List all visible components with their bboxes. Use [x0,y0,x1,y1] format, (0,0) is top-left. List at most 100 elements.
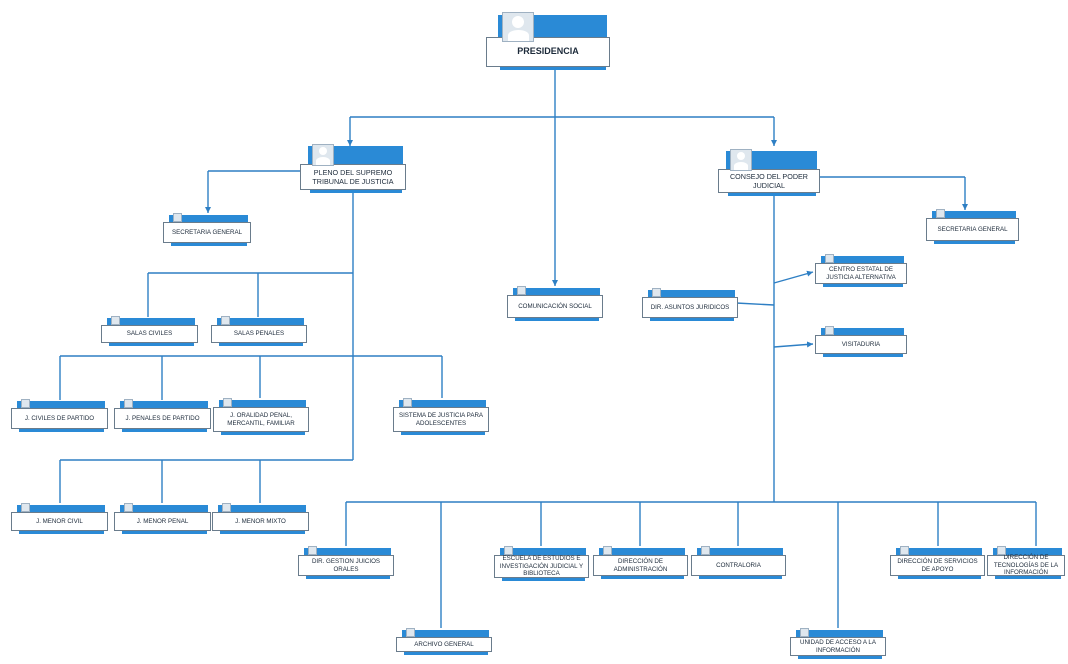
node-header-bar [399,400,486,409]
node-label-box: J. MENOR CIVIL [11,512,108,531]
org-node-consejo: CONSEJO DEL PODER JUDICIAL [718,149,820,196]
node-header-bar [219,400,306,409]
node-label: J. ORALIDAD PENAL, MERCANTIL, FAMILIAR [227,411,295,427]
node-header-bar [821,256,904,265]
node-label-box: SECRETARIA GENERAL [163,222,251,243]
user-silhouette-icon [997,546,1006,555]
user-silhouette-icon [403,398,412,407]
node-header-bar [107,318,195,327]
node-label: ARCHIVO GENERAL [414,640,474,648]
user-silhouette-icon [603,546,612,555]
node-footer-bar [19,529,104,534]
user-silhouette-icon [701,546,710,555]
user-silhouette-icon [173,213,182,222]
user-silhouette-icon [312,144,334,166]
user-silhouette-icon [21,399,30,408]
node-footer-bar [934,239,1015,244]
node-footer-bar [404,650,488,655]
node-header-bar [796,630,883,639]
node-label: CENTRO ESTATAL DE JUSTICIA ALTERNATIVA [826,265,896,281]
node-header-bar [120,401,208,410]
node-header-bar [402,630,489,639]
org-node-asuntos-juridicos: DIR. ASUNTOS JURIDICOS [642,288,738,321]
node-footer-bar [995,574,1061,579]
user-silhouette-icon [124,503,133,512]
node-header-bar [513,288,600,297]
node-label-box: PLENO DEL SUPREMO TRIBUNAL DE JUSTICIA [300,164,406,190]
node-label: PRESIDENCIA [517,46,579,57]
node-label: COMUNICACIÓN SOCIAL [518,302,592,310]
node-footer-bar [823,352,903,357]
user-silhouette-icon [221,316,230,325]
node-label: J. MENOR CIVIL [36,517,83,525]
node-label-box: J. CIVILES DE PARTIDO [11,408,108,429]
node-header-bar [218,505,306,514]
node-label: DIRECCIÓN DE SERVICIOS DE APOYO [897,557,978,573]
node-label: VISITADURIA [841,340,881,348]
user-silhouette-icon [504,546,513,555]
node-label: J. CIVILES DE PARTIDO [24,414,95,422]
user-silhouette-icon [406,628,415,637]
user-silhouette-icon [825,254,834,263]
node-header-bar [599,548,685,557]
user-silhouette-icon [308,546,317,555]
node-footer-bar [798,654,882,659]
org-node-sistema-adolescentes: SISTEMA DE JUSTICIA PARA ADOLESCENTES [393,398,489,435]
node-label: CONSEJO DEL PODER JUDICIAL [729,172,808,190]
node-label-box: SISTEMA DE JUSTICIA PARA ADOLESCENTES [393,407,489,432]
node-header-bar [120,505,208,514]
org-node-tecnologias: DIRECCIÓN DE TECNOLOGÍAS DE LA INFORMACI… [987,546,1065,579]
node-header-bar [17,401,105,410]
node-footer-bar [219,341,303,346]
node-header-bar [217,318,304,327]
node-header-bar [169,215,248,224]
node-label-box: SALAS PENALES [211,325,307,343]
node-label: J. PENALES DE PARTIDO [125,414,200,422]
node-footer-bar [310,188,402,193]
node-label: DIR. ASUNTOS JURIDICOS [650,303,730,311]
node-footer-bar [500,65,606,70]
org-node-presidencia: PRESIDENCIA [486,12,610,70]
node-footer-bar [699,574,782,579]
node-label: PLENO DEL SUPREMO TRIBUNAL DE JUSTICIA [312,168,394,186]
node-label-box: CENTRO ESTATAL DE JUSTICIA ALTERNATIVA [815,263,907,284]
org-node-j-menor-civil: J. MENOR CIVIL [11,503,108,534]
org-node-j-menor-mixto: J. MENOR MIXTO [212,503,309,534]
org-node-j-oralidad: J. ORALIDAD PENAL, MERCANTIL, FAMILIAR [213,398,309,435]
node-label-box: J. PENALES DE PARTIDO [114,408,211,429]
node-label-box: CONSEJO DEL PODER JUDICIAL [718,169,820,193]
node-footer-bar [728,191,816,196]
org-node-salas-penales: SALAS PENALES [211,316,307,346]
user-silhouette-icon [825,326,834,335]
node-header-bar [932,211,1016,220]
user-silhouette-icon [800,628,809,637]
user-silhouette-icon [502,12,534,42]
node-label-box: COMUNICACIÓN SOCIAL [507,295,603,318]
node-label-box: DIRECCIÓN DE ADMINISTRACIÓN [593,555,688,576]
org-node-sec-general-right: SECRETARIA GENERAL [926,209,1019,244]
node-label-box: SECRETARIA GENERAL [926,218,1019,241]
user-silhouette-icon [936,209,945,218]
org-node-j-menor-penal: J. MENOR PENAL [114,503,211,534]
node-header-bar [993,548,1062,557]
org-node-centro-estatal: CENTRO ESTATAL DE JUSTICIA ALTERNATIVA [815,254,907,287]
org-node-escuela-estudios: ESCUELA DE ESTUDIOS E INVESTIGACIÓN JUDI… [494,546,589,581]
org-node-j-civiles-partido: J. CIVILES DE PARTIDO [11,399,108,432]
node-footer-bar [502,576,585,581]
node-footer-bar [220,529,305,534]
node-label: SALAS PENALES [233,330,285,338]
node-footer-bar [306,574,390,579]
org-node-comunicacion: COMUNICACIÓN SOCIAL [507,286,603,321]
node-footer-bar [221,430,305,435]
user-silhouette-icon [517,286,526,295]
node-label: DIRECCIÓN DE TECNOLOGÍAS DE LA INFORMACI… [993,553,1059,577]
node-label-box: ARCHIVO GENERAL [396,637,492,652]
node-footer-bar [515,316,599,321]
node-label: UNIDAD DE ACCESO A LA INFORMACIÓN [800,638,876,654]
node-label: SISTEMA DE JUSTICIA PARA ADOLESCENTES [398,411,484,427]
node-label: DIRECCIÓN DE ADMINISTRACIÓN [613,557,668,573]
node-label: DIR. GESTION JUICIOS ORALES [311,557,381,573]
user-silhouette-icon [730,149,752,171]
user-silhouette-icon [223,398,232,407]
